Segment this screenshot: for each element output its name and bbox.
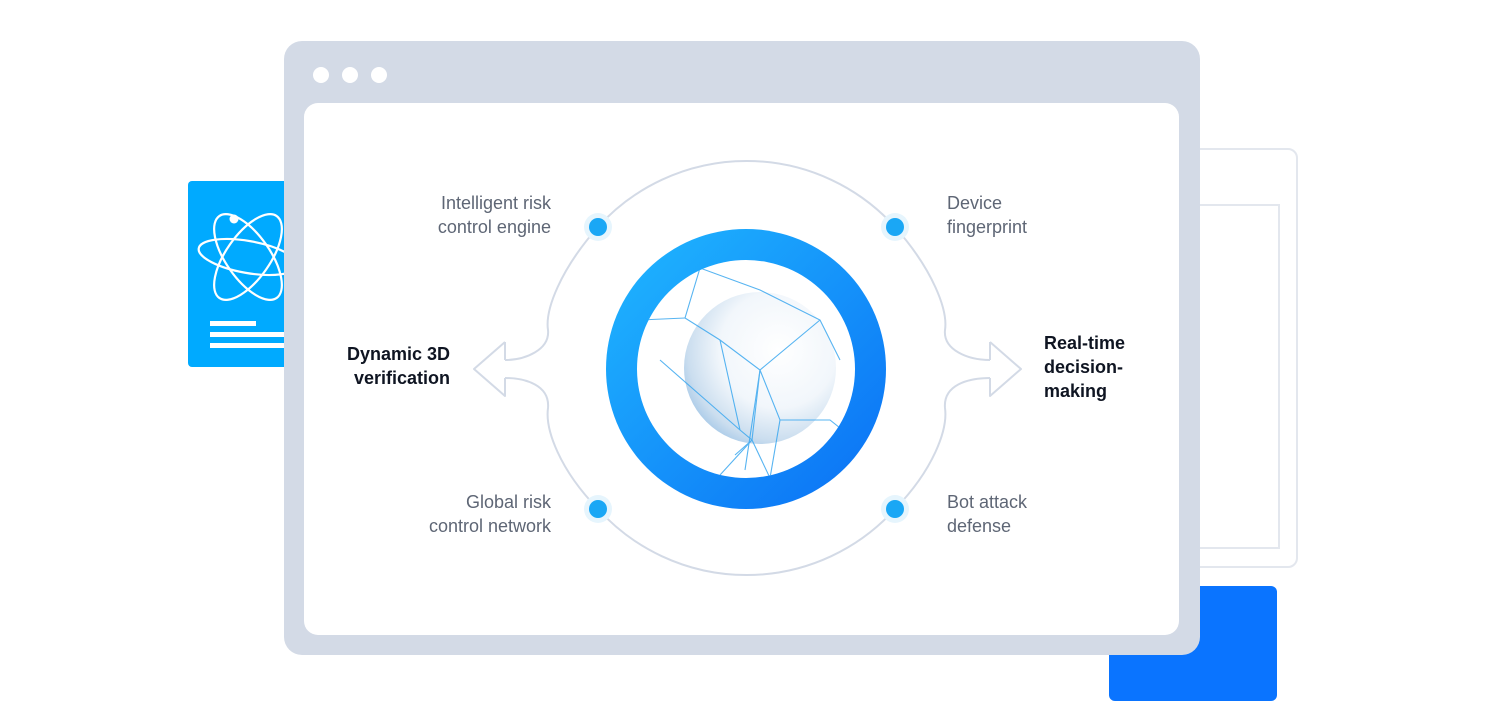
connector-arcs xyxy=(504,160,991,576)
label-intelligent-risk-control-engine: Intelligent risk control engine xyxy=(437,193,551,237)
window-controls xyxy=(313,67,387,83)
right-arrow-icon xyxy=(989,341,1022,397)
left-arrow-icon xyxy=(473,341,506,397)
sphere-mesh-icon xyxy=(606,229,886,509)
label-device-fingerprint: Device fingerprint xyxy=(947,193,1028,237)
label-global-risk-control-network: Global risk control network xyxy=(428,492,551,536)
window-dot-icon xyxy=(371,67,387,83)
window-dot-icon xyxy=(313,67,329,83)
node-icon xyxy=(584,213,612,241)
label-dynamic-3d-verification: Dynamic 3D verification xyxy=(346,344,450,388)
label-real-time-decision-making: Real-time decision- making xyxy=(1044,333,1126,401)
window-dot-icon xyxy=(342,67,358,83)
left-blue-card xyxy=(188,181,299,367)
right-outline-card-inner xyxy=(1190,204,1280,549)
node-icon xyxy=(881,213,909,241)
node-icon xyxy=(881,495,909,523)
node-icon xyxy=(584,495,612,523)
label-bot-attack-defense: Bot attack defense xyxy=(947,492,1028,536)
